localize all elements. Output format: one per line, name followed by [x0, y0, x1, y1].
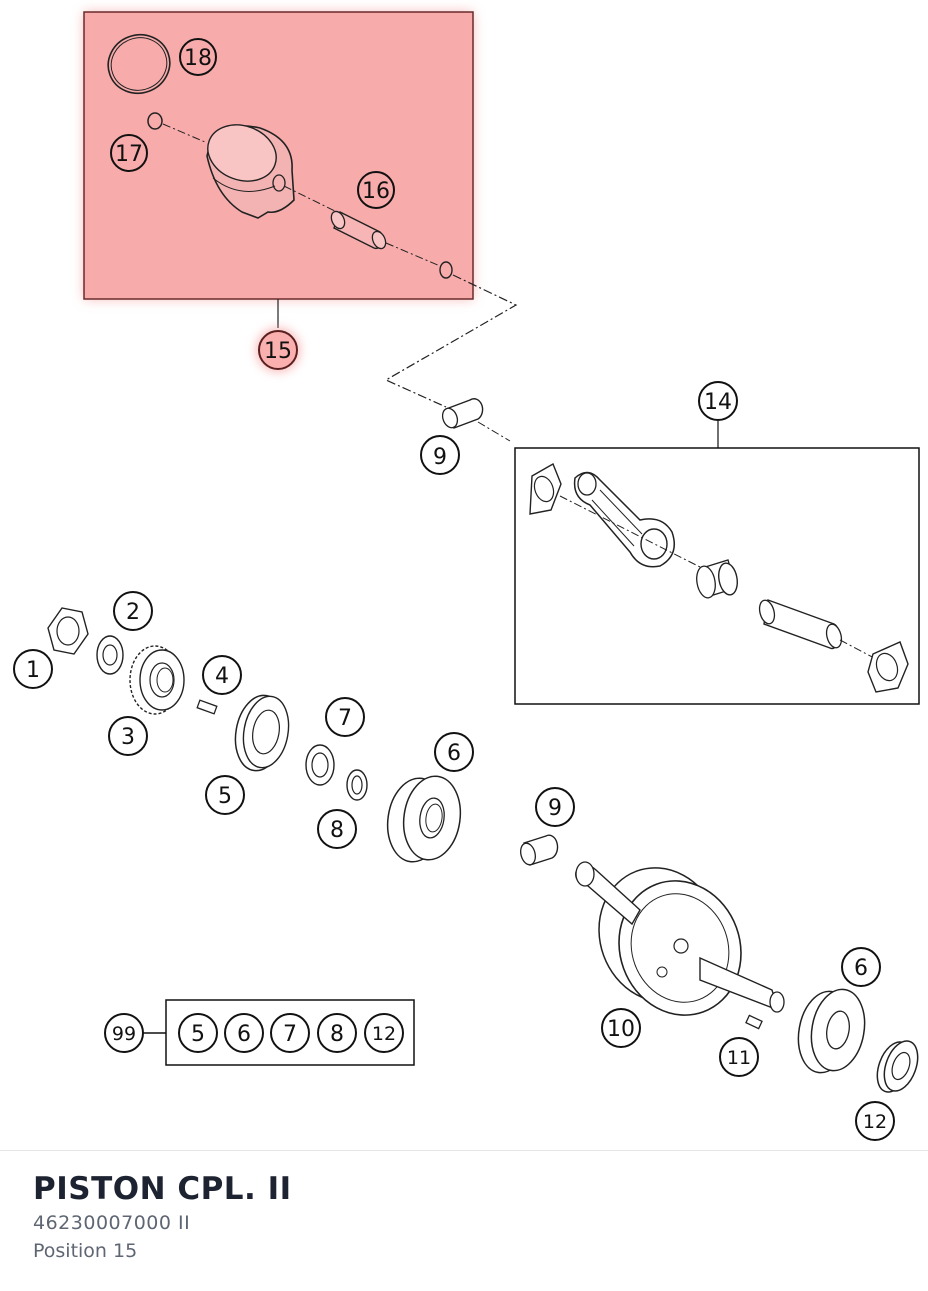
shim-7-part[interactable] — [305, 744, 335, 786]
callout-17[interactable]: 17 — [110, 134, 148, 172]
svg-text:11: 11 — [727, 1047, 751, 1069]
callout-11[interactable]: 11 — [719, 1037, 759, 1077]
svg-text:8: 8 — [330, 818, 344, 843]
conrod-group[interactable] — [514, 421, 920, 705]
kit-item-8[interactable]: 8 — [317, 1013, 357, 1053]
svg-text:1: 1 — [26, 658, 40, 683]
main-bearing-right-part[interactable] — [792, 985, 870, 1077]
svg-text:17: 17 — [115, 142, 143, 167]
svg-text:5: 5 — [218, 784, 232, 809]
callout-9-lower[interactable]: 9 — [535, 787, 575, 827]
piston-part[interactable] — [200, 116, 338, 219]
callout-1[interactable]: 1 — [13, 649, 53, 689]
svg-text:12: 12 — [372, 1023, 396, 1045]
crankshaft-part[interactable] — [575, 851, 785, 1033]
piston-ring-part[interactable] — [100, 26, 178, 102]
svg-text:2: 2 — [126, 600, 140, 625]
shim-8-part[interactable] — [346, 769, 368, 801]
svg-text:9: 9 — [548, 796, 562, 821]
washer-part[interactable] — [96, 635, 124, 675]
assembly-centerline — [384, 274, 518, 408]
needle-bearing-lower-part[interactable] — [518, 834, 559, 866]
callout-9-top[interactable]: 9 — [420, 435, 460, 475]
callout-15[interactable]: 15 — [256, 328, 300, 372]
svg-text:4: 4 — [215, 664, 229, 689]
kit-item-7[interactable]: 7 — [270, 1013, 310, 1053]
piston-pin-part[interactable] — [329, 209, 453, 279]
circlip-part[interactable] — [147, 112, 206, 143]
nut-part[interactable] — [47, 607, 89, 655]
svg-text:16: 16 — [362, 179, 390, 204]
big-end-bearing — [696, 559, 738, 599]
callout-2[interactable]: 2 — [113, 591, 153, 631]
svg-text:7: 7 — [283, 1022, 297, 1047]
svg-text:6: 6 — [237, 1022, 251, 1047]
part-info-panel: PISTON CPL. II 46230007000 II Position 1… — [0, 1150, 928, 1291]
callout-8[interactable]: 8 — [317, 809, 357, 849]
needle-bearing-top-part[interactable] — [440, 398, 511, 442]
main-bearing-left-part[interactable] — [382, 773, 465, 866]
callout-18[interactable]: 18 — [179, 38, 217, 76]
part-position: Position 15 — [33, 1240, 138, 1262]
woodruff-key-crank-part[interactable] — [745, 1014, 763, 1030]
kit-item-5[interactable]: 5 — [178, 1013, 218, 1053]
svg-text:14: 14 — [704, 390, 732, 415]
svg-text:6: 6 — [854, 956, 868, 981]
thrust-washer-right — [867, 641, 909, 693]
svg-text:99: 99 — [112, 1023, 136, 1045]
svg-text:8: 8 — [330, 1022, 344, 1047]
svg-text:3: 3 — [121, 725, 135, 750]
callout-5[interactable]: 5 — [205, 775, 245, 815]
callout-14[interactable]: 14 — [698, 381, 738, 421]
svg-text:7: 7 — [338, 706, 352, 731]
svg-text:12: 12 — [863, 1111, 887, 1133]
svg-text:15: 15 — [264, 339, 292, 364]
gear-part[interactable] — [129, 645, 185, 715]
svg-text:18: 18 — [184, 46, 212, 71]
callout-12[interactable]: 12 — [855, 1101, 895, 1141]
svg-text:9: 9 — [433, 445, 447, 470]
kit-item-12[interactable]: 12 — [364, 1013, 404, 1053]
part-number: 46230007000 II — [33, 1212, 191, 1234]
crank-pin — [758, 599, 879, 661]
svg-text:6: 6 — [447, 741, 461, 766]
exploded-parts-diagram: 15 18 17 16 9 — [13, 11, 924, 1141]
svg-text:10: 10 — [607, 1017, 635, 1042]
callout-6-upper[interactable]: 6 — [434, 732, 474, 772]
callout-3[interactable]: 3 — [108, 716, 148, 756]
callout-7[interactable]: 7 — [325, 697, 365, 737]
shaft-seal-right-part[interactable] — [871, 1036, 924, 1096]
thrust-washer-left — [529, 462, 562, 515]
part-title: PISTON CPL. II — [33, 1171, 292, 1207]
callout-10[interactable]: 10 — [601, 1008, 641, 1048]
callout-6-lower[interactable]: 6 — [841, 947, 881, 987]
callout-4[interactable]: 4 — [202, 655, 242, 695]
kit-item-6[interactable]: 6 — [224, 1013, 264, 1053]
callout-16[interactable]: 16 — [357, 171, 395, 209]
shaft-seal-left-part[interactable] — [230, 691, 294, 774]
callout-99[interactable]: 99 — [104, 1013, 144, 1053]
woodruff-key-part[interactable] — [196, 699, 218, 715]
bearing-kit-box[interactable]: 5 6 7 8 12 — [165, 999, 415, 1066]
svg-text:5: 5 — [191, 1022, 205, 1047]
